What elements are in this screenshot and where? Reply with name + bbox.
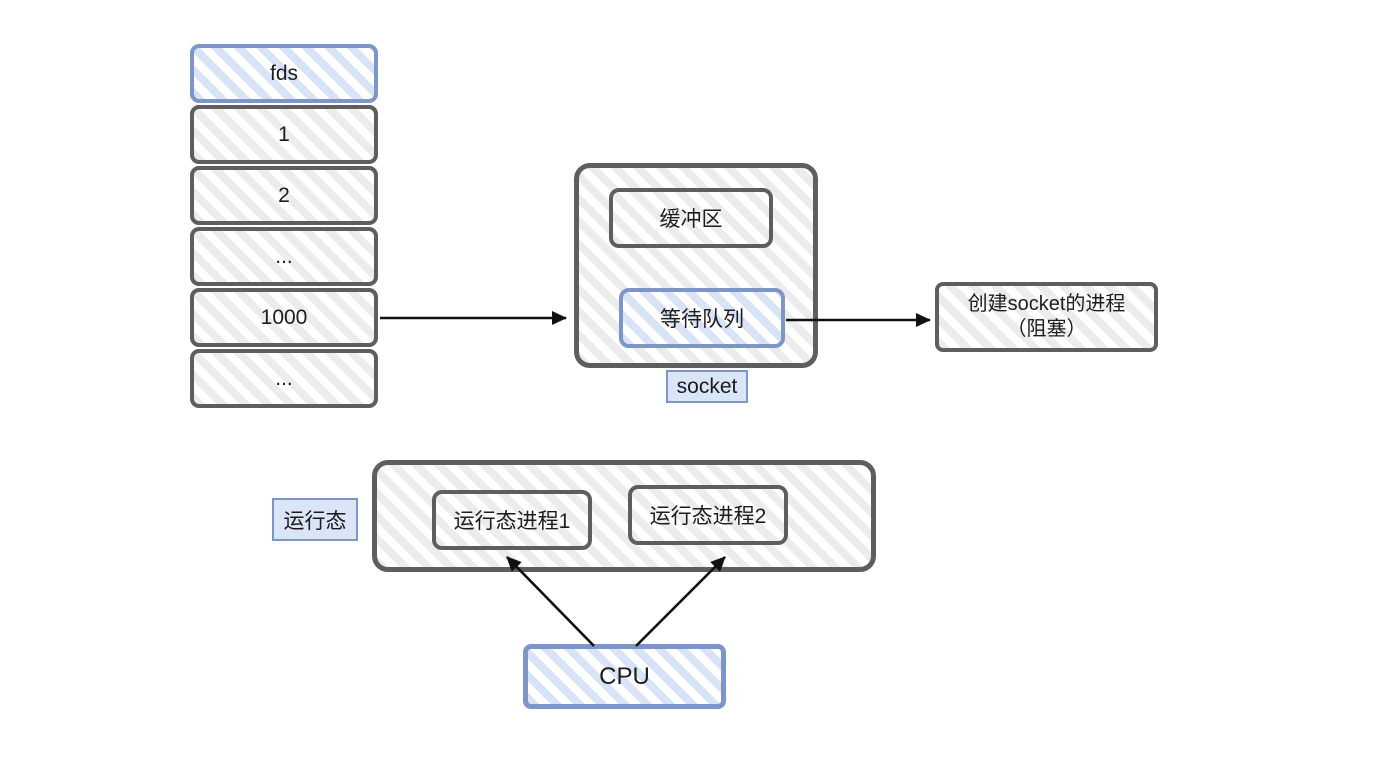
running-process2-box: 运行态进程2 — [628, 485, 788, 545]
fd-row-ellipsis-2: ... — [190, 349, 378, 408]
fd-table: fds 1 2 ... 1000 ... — [190, 44, 378, 410]
buffer-box: 缓冲区 — [609, 188, 773, 248]
blocked-process-line1: 创建socket的进程 — [967, 293, 1126, 315]
blocked-process-box: 创建socket的进程 （阻塞） — [935, 282, 1158, 352]
socket-caption: socket — [666, 370, 748, 403]
running-state-container: 运行态进程1 运行态进程2 — [372, 460, 876, 572]
running-process1-box: 运行态进程1 — [432, 490, 592, 550]
cpu-box: CPU — [523, 644, 726, 709]
fd-row-2: 2 — [190, 166, 378, 225]
fd-row-1: 1 — [190, 105, 378, 164]
fd-row-1000: 1000 — [190, 288, 378, 347]
running-state-caption: 运行态 — [272, 498, 358, 541]
wait-queue-box: 等待队列 — [619, 288, 785, 348]
blocked-process-line2: （阻塞） — [1006, 318, 1087, 340]
fd-row-ellipsis-1: ... — [190, 227, 378, 286]
socket-container: 缓冲区 等待队列 — [574, 163, 818, 368]
fd-row-fds: fds — [190, 44, 378, 103]
